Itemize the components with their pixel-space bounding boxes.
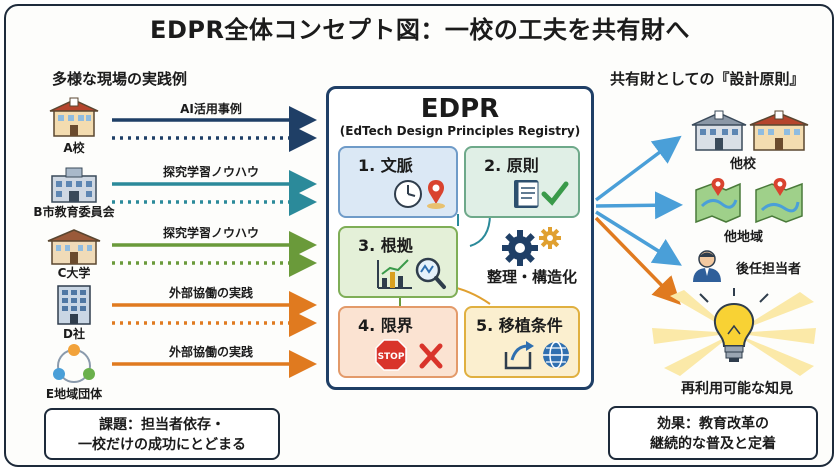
right-heading: 共有財としての『設計原則』 [610,70,805,88]
source-label-b: B市教育委員会 [33,205,115,219]
dest-label-successor: 後任担当者 [736,262,802,277]
dest-label-knowledge: 再利用可能な知見 [681,381,793,397]
stop-sign-icon: STOP [375,339,443,371]
other-schools-icon [691,110,809,151]
other-regions-map-icon [695,178,803,224]
part-limits-title: 4. 限界 [358,316,413,335]
arrow-label-c: 探究学習ノウハウ [162,226,259,240]
light-bulb-icon [652,288,816,376]
part-context-title: 1. 文脈 [358,156,413,175]
svg-text:STOP: STOP [378,352,405,362]
edpr-title: EDPR [420,94,500,124]
document-check-icon [514,180,569,208]
arrow-label-a: AI活用事例 [180,102,242,116]
problem-note-line2: 一校だけの成功にとどまる [78,437,246,453]
export-globe-icon [504,341,569,370]
source-label-a: A校 [63,141,85,155]
part-evidence-title: 3. 根拠 [358,236,413,255]
office-building-icon [57,285,91,325]
gears-icon [502,227,561,266]
arrow-label-e: 外部協働の実践 [168,345,253,359]
part-principle-title: 2. 原則 [484,156,539,175]
edpr-subtitle: (EdTech Design Principles Registry) [339,124,581,138]
problem-note-line1: 課題：担当者依存・ [99,417,225,433]
university-building-icon [47,229,101,265]
dest-label-schools: 他校 [730,157,757,172]
government-building-icon [51,167,97,203]
page-title: EDPR全体コンセプト図：一校の工夫を共有財へ [150,16,690,44]
process-label: 整理・構造化 [486,268,577,286]
source-label-d: D社 [63,327,85,341]
arrow-label-b: 探究学習ノウハウ [162,165,259,179]
effect-note-line1: 効果：教育改革の [657,416,769,432]
school-building-icon [49,97,99,137]
person-icon [693,250,721,282]
source-label-e: E地域団体 [45,387,103,401]
community-group-icon [53,344,95,383]
problem-note: 課題：担当者依存・ 一校だけの成功にとどまる [44,408,280,460]
effect-note: 効果：教育改革の 継続的な普及と定着 [608,406,818,460]
arrow-label-d: 外部協働の実践 [168,286,253,300]
source-label-c: C大学 [57,266,91,280]
chart-magnifier-icon [377,257,446,289]
part-transfer-title: 5. 移植条件 [476,316,563,335]
dest-label-regions: 他地域 [724,230,764,245]
left-heading: 多様な現場の実践例 [52,70,188,88]
clock-location-icon [394,180,445,209]
effect-note-line2: 継続的な普及と定着 [650,436,776,452]
